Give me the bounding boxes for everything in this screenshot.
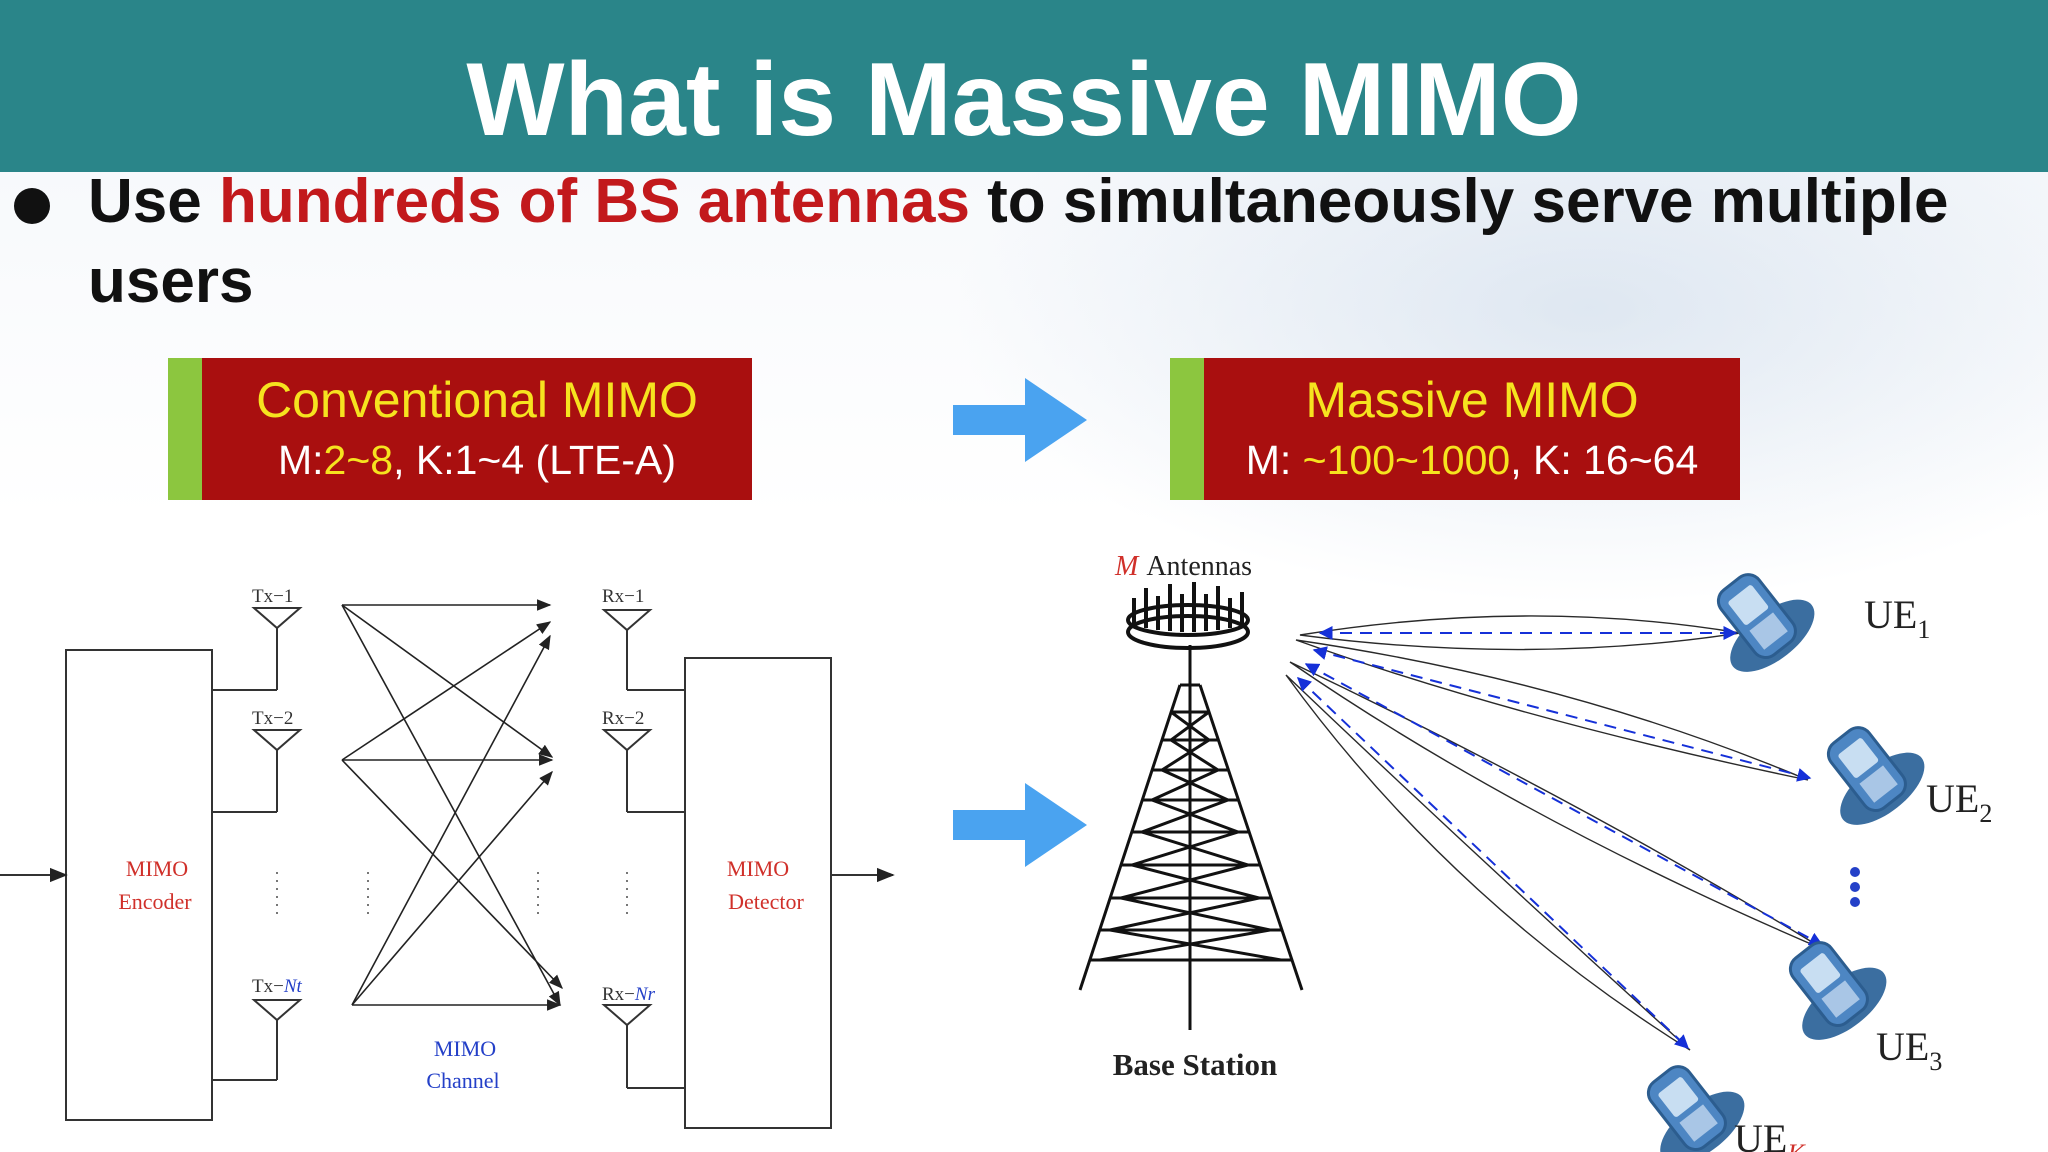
bullet-post: to simultaneously serve multiple users <box>88 167 1949 316</box>
param-m-value: 2~8 <box>323 437 394 483</box>
box-params: M:2~8, K:1~4 (LTE-A) <box>202 436 752 484</box>
rx-antenna-nr <box>601 1004 685 1089</box>
box-accent-bar <box>168 358 202 500</box>
param-rest: , K:1~4 (LTE-A) <box>393 437 677 483</box>
param-m-label: M: <box>1245 437 1303 483</box>
slide-header: What is Massive MIMO <box>0 0 2048 172</box>
phone-icon <box>1826 726 1925 825</box>
box-accent-bar <box>1170 358 1204 500</box>
rx-antenna-2 <box>601 729 685 813</box>
tower-icon <box>1078 645 1304 1030</box>
tx-antenna-1 <box>212 607 303 691</box>
detector-label: Detector <box>728 889 804 914</box>
box-params: M: ~100~1000, K: 16~64 <box>1204 436 1740 484</box>
ue-label: UE3 <box>1876 1024 1942 1076</box>
rx-label: Rx−2 <box>602 708 644 729</box>
tx-label: Tx−Nt <box>252 976 303 997</box>
rx-label: Rx−1 <box>602 586 644 607</box>
channel-label: Channel <box>426 1068 499 1093</box>
antenna-array-icon <box>1126 582 1250 650</box>
rx-label: Rx−Nr <box>602 984 656 1005</box>
phone-icon <box>1646 1065 1745 1152</box>
param-rest: , K: 16~64 <box>1510 437 1699 483</box>
tx-antenna-nt <box>212 999 303 1081</box>
param-m-value: ~100~1000 <box>1302 437 1511 483</box>
box-title: Massive MIMO <box>1305 372 1639 428</box>
mimo-detector-block <box>684 657 832 1129</box>
ue-label: UE2 <box>1926 776 1992 828</box>
tx-label: Tx−1 <box>252 586 293 607</box>
bullet-text: Use hundreds of BS antennas to simultane… <box>88 162 1988 322</box>
slide-title: What is Massive MIMO <box>466 42 1582 158</box>
encoder-label: Encoder <box>118 889 192 914</box>
bullet-dot <box>14 188 50 224</box>
tx-antenna-2 <box>212 729 303 813</box>
massive-mimo-box: Massive MIMO M: ~100~1000, K: 16~64 <box>1170 358 1740 500</box>
bullet-pre: Use <box>88 167 219 236</box>
channel-paths <box>341 599 563 1011</box>
conventional-mimo-box: Conventional MIMO M:2~8, K:1~4 (LTE-A) <box>168 358 752 500</box>
encoder-label: MIMO <box>126 856 188 881</box>
channel-label: MIMO <box>434 1036 496 1061</box>
detector-label: MIMO <box>727 856 789 881</box>
base-station-label: Base Station <box>1113 1047 1278 1082</box>
param-m-label: M: <box>277 437 324 483</box>
right-arrow-icon <box>953 783 1087 867</box>
beam-outlines <box>1285 615 1826 1051</box>
rx-antenna-1 <box>601 609 685 691</box>
ue-label: UEK <box>1734 1116 1806 1152</box>
phone-icon <box>1788 941 1887 1040</box>
box-title: Conventional MIMO <box>256 372 698 428</box>
right-arrow-icon <box>953 378 1087 462</box>
ue-ellipsis <box>1850 867 1860 907</box>
ue-label: UE1 <box>1864 592 1930 644</box>
beam-links <box>1296 626 1824 1049</box>
tx-label: Tx−2 <box>252 708 293 729</box>
phone-icon <box>1716 573 1815 672</box>
bullet-highlight: hundreds of BS antennas <box>218 167 970 236</box>
ellipsis-marks <box>276 872 628 915</box>
mimo-encoder-block <box>65 649 213 1121</box>
